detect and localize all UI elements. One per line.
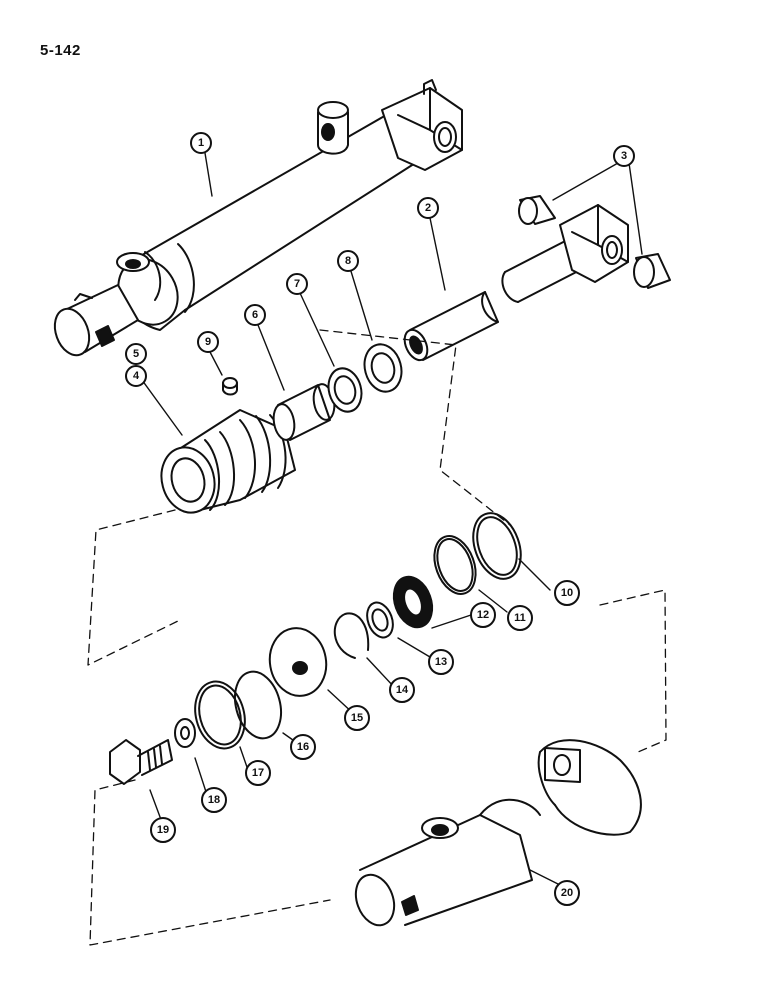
- svg-text:12: 12: [477, 609, 489, 621]
- svg-text:3: 3: [621, 150, 627, 162]
- callout-10: 10: [554, 580, 580, 606]
- page-number: 5-142: [40, 42, 81, 59]
- callout-17: 17: [245, 760, 271, 786]
- group-outline-gland-kit: [87, 329, 511, 666]
- callout-12: 12: [470, 602, 496, 628]
- callout-5: 5: [125, 343, 147, 365]
- rod-seals: [327, 343, 403, 413]
- callout-1: 1: [190, 132, 212, 154]
- callout-19: 19: [150, 817, 176, 843]
- callout-7: 7: [286, 273, 308, 295]
- callout-11: 11: [507, 605, 533, 631]
- svg-text:18: 18: [208, 794, 220, 806]
- callout-13: 13: [428, 649, 454, 675]
- svg-text:16: 16: [297, 741, 309, 753]
- callout-14: 14: [389, 677, 415, 703]
- svg-text:2: 2: [425, 202, 431, 214]
- plug: [222, 377, 238, 396]
- bushings: [518, 195, 671, 289]
- callout-2: 2: [417, 197, 439, 219]
- callout-16: 16: [290, 734, 316, 760]
- callout-3: 3: [613, 145, 635, 167]
- svg-text:19: 19: [157, 824, 169, 836]
- svg-text:9: 9: [205, 336, 211, 348]
- svg-text:14: 14: [396, 684, 409, 696]
- callout-8: 8: [337, 250, 359, 272]
- svg-text:10: 10: [561, 587, 573, 599]
- cylinder-gland: [160, 409, 296, 514]
- callout-18: 18: [201, 787, 227, 813]
- sleeve: [272, 383, 336, 441]
- piston-seal-kit: [174, 512, 522, 750]
- svg-text:17: 17: [252, 767, 264, 779]
- bolt: [109, 739, 173, 785]
- svg-text:15: 15: [351, 712, 363, 724]
- svg-text:4: 4: [133, 370, 140, 382]
- callout-20: 20: [554, 880, 580, 906]
- svg-text:5: 5: [133, 348, 139, 360]
- callout-4: 4: [125, 365, 147, 387]
- group-outline-piston-kit: [89, 589, 667, 946]
- svg-text:7: 7: [294, 278, 300, 290]
- svg-text:1: 1: [198, 137, 204, 149]
- callout-9: 9: [197, 331, 219, 353]
- svg-text:13: 13: [435, 656, 447, 668]
- piston-rod: [403, 204, 629, 362]
- svg-text:6: 6: [252, 309, 258, 321]
- svg-text:11: 11: [514, 612, 526, 624]
- svg-text:8: 8: [345, 255, 351, 267]
- cylinder-body: [354, 739, 642, 927]
- callout-15: 15: [344, 705, 370, 731]
- svg-text:20: 20: [561, 887, 573, 899]
- callout-6: 6: [244, 304, 266, 326]
- cylinder-barrel: [53, 79, 463, 357]
